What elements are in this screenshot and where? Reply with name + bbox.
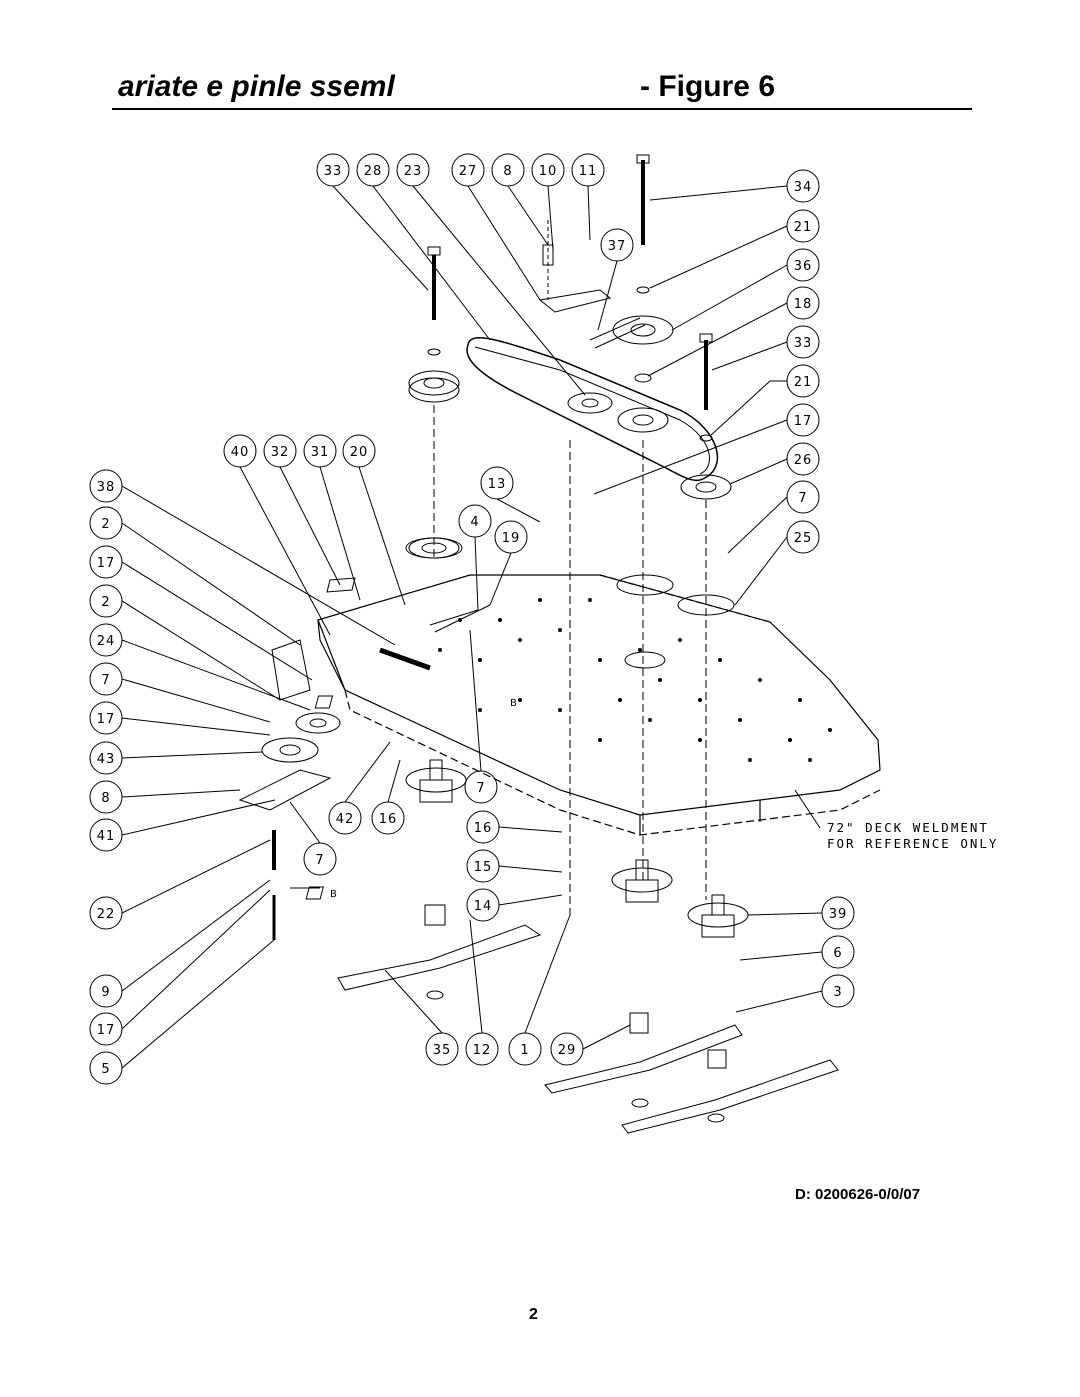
callout-4: 4 — [470, 515, 479, 530]
callout-1: 1 — [520, 1043, 529, 1058]
callout-35: 35 — [433, 1043, 452, 1058]
callout-31: 31 — [311, 445, 330, 460]
callout-17b-left: 17 — [97, 712, 116, 727]
callout-25: 25 — [794, 531, 813, 546]
callout-33b: 33 — [794, 336, 813, 351]
callout-33: 33 — [324, 164, 343, 179]
callout-9: 9 — [101, 985, 110, 1000]
marker-b-upper: B — [510, 698, 517, 709]
callout-21b: 21 — [794, 375, 813, 390]
callout-left-column: 38 2 17 2 24 7 17 43 8 41 22 9 17 5 — [89, 469, 396, 1085]
deck-note-line2: FOR REFERENCE ONLY — [827, 836, 998, 851]
marker-b-lower: B — [330, 889, 337, 900]
callout-16: 16 — [379, 812, 398, 827]
callout-top-row: 33 28 23 27 8 10 11 37 — [316, 153, 634, 396]
idler-arm — [538, 220, 646, 349]
callout-11: 11 — [579, 164, 598, 179]
callout-40: 40 — [231, 445, 250, 460]
callout-7-center: 7 — [476, 781, 485, 796]
callout-20: 20 — [350, 445, 369, 460]
callout-22: 22 — [97, 907, 116, 922]
callout-26: 26 — [794, 453, 813, 468]
figure-label: - Figure 6 — [640, 70, 776, 103]
callout-2b: 2 — [101, 595, 110, 610]
callout-17: 17 — [794, 414, 813, 429]
callout-16b: 16 — [474, 821, 493, 836]
callout-7-left: 7 — [101, 673, 110, 688]
callout-19: 19 — [502, 531, 521, 546]
callout-14: 14 — [474, 899, 493, 914]
deck-note-line1: 72" DECK WELDMENT — [827, 820, 989, 835]
drive-belt — [466, 337, 719, 482]
callout-37: 37 — [608, 239, 627, 254]
tensioner-assembly — [238, 577, 431, 940]
page-number: 2 — [529, 1306, 538, 1323]
callout-2: 2 — [101, 517, 110, 532]
callout-bottom-row: 35 12 1 29 — [384, 914, 631, 1066]
document-id: D: 0200626-0/0/07 — [795, 1186, 921, 1203]
callout-23: 23 — [404, 164, 423, 179]
callout-10: 10 — [539, 164, 558, 179]
callout-3: 3 — [833, 985, 842, 1000]
deck-weldment — [317, 574, 881, 836]
callout-15: 15 — [474, 860, 493, 875]
callout-7: 7 — [798, 491, 807, 506]
callout-42: 42 — [336, 812, 355, 827]
callout-29: 29 — [558, 1043, 577, 1058]
marker-b-group: B B — [290, 695, 517, 900]
callout-34: 34 — [794, 180, 813, 195]
spindle-mounts — [405, 537, 735, 669]
callout-13: 13 — [488, 477, 507, 492]
spindle-housings — [405, 759, 749, 938]
callout-32: 32 — [271, 445, 290, 460]
page-title: ariate e pinle sseml — [118, 70, 395, 103]
callout-right-column: 34 21 36 18 33 21 17 26 7 25 — [593, 169, 820, 606]
callout-6: 6 — [833, 946, 842, 961]
deck-holes — [438, 598, 832, 762]
idler-pulleys — [567, 154, 732, 920]
mower-blades — [337, 904, 839, 1134]
callout-38: 38 — [97, 480, 116, 495]
callout-5: 5 — [101, 1062, 110, 1077]
callout-8: 8 — [503, 164, 512, 179]
callout-24: 24 — [97, 634, 116, 649]
callout-43: 43 — [97, 752, 116, 767]
callout-18: 18 — [794, 297, 813, 312]
callout-right-low: 39 6 3 — [735, 896, 855, 1013]
callout-mid-row: 40 32 31 20 13 4 19 — [223, 434, 541, 636]
callout-12: 12 — [473, 1043, 492, 1058]
callout-17-left: 17 — [97, 556, 116, 571]
callout-27: 27 — [459, 164, 478, 179]
callout-8-left: 8 — [101, 791, 110, 806]
callout-36: 36 — [794, 259, 813, 274]
note-leader — [794, 789, 821, 829]
left-pulley-stack — [408, 246, 460, 560]
callout-center: 7 42 16 7 16 15 14 — [289, 629, 563, 922]
callout-41: 41 — [97, 829, 116, 844]
title-rule — [112, 108, 972, 110]
callout-39: 39 — [829, 907, 848, 922]
callout-21: 21 — [794, 220, 813, 235]
callout-28: 28 — [364, 164, 383, 179]
callout-17c-left: 17 — [97, 1023, 116, 1038]
callout-7-center-b: 7 — [315, 853, 324, 868]
